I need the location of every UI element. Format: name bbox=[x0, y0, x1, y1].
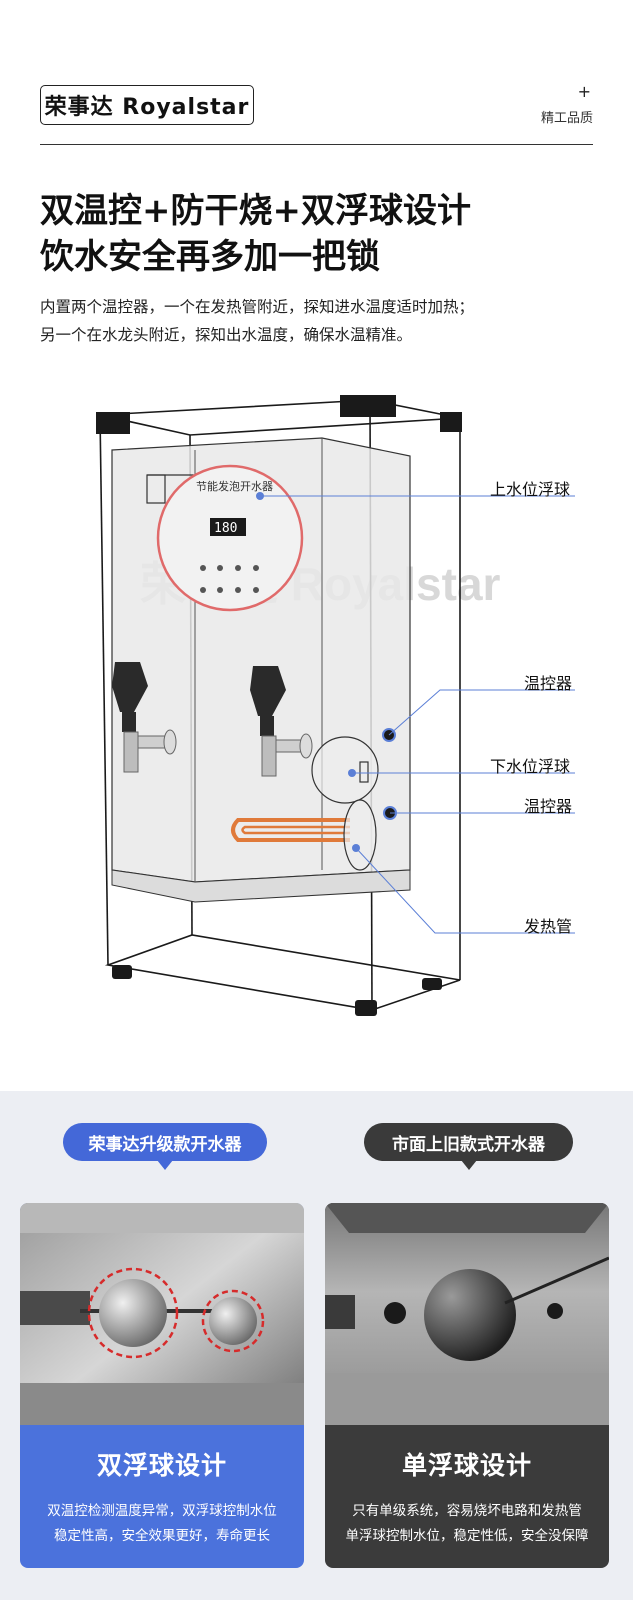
dual-float-photo bbox=[20, 1203, 304, 1425]
control-panel bbox=[156, 464, 304, 612]
float-ball bbox=[424, 1269, 516, 1361]
dual-float-card: 双浮球设计 双温控检测温度异常，双浮球控制水位 稳定性高，安全效果更好，寿命更长 bbox=[20, 1203, 304, 1568]
headline-line-2: 饮水安全再多加一把锁 bbox=[40, 237, 380, 277]
single-float-desc-line-2: 单浮球控制水位，稳定性低，安全没保障 bbox=[345, 1528, 589, 1544]
upgraded-model-tag: 荣事达升级款开水器 bbox=[63, 1123, 267, 1170]
brand-logo-text: 荣事达 Royalstar bbox=[44, 95, 250, 120]
corner-cap bbox=[440, 412, 462, 432]
plus-mark: + bbox=[577, 82, 591, 101]
dual-float-description: 双温控检测温度异常，双浮球控制水位 稳定性高，安全效果更好，寿命更长 bbox=[20, 1499, 304, 1549]
upgraded-model-tag-text: 荣事达升级款开水器 bbox=[88, 1134, 242, 1155]
dual-float-desc-line-1: 双温控检测温度异常，双浮球控制水位 bbox=[47, 1503, 277, 1519]
single-float-title: 单浮球设计 bbox=[401, 1451, 532, 1480]
headline-line-1: 双温控+防干烧+双浮球设计 bbox=[40, 191, 471, 231]
description-line-1: 内置两个温控器，一个在发热管附近，探知进水温度适时加热； bbox=[40, 298, 475, 316]
foot bbox=[355, 1000, 377, 1016]
heating-flange bbox=[343, 799, 377, 871]
water-boiler-illustration: 荣事达 Royalstar 节能发泡开水器 180 bbox=[96, 395, 575, 1016]
callout-lines bbox=[260, 495, 575, 934]
tag-pointer bbox=[157, 1160, 173, 1170]
tag-pointer bbox=[460, 1160, 477, 1170]
float-ball-2 bbox=[209, 1297, 257, 1345]
panel-buttons bbox=[200, 565, 259, 593]
highlight-circle bbox=[87, 1267, 179, 1359]
single-float-card: 单浮球设计 只有单级系统，容易烧坏电路和发热管 单浮球控制水位，稳定性低，安全没… bbox=[325, 1203, 609, 1568]
panel-display bbox=[210, 518, 246, 536]
header-divider bbox=[40, 144, 593, 145]
tap-left bbox=[112, 662, 177, 773]
panel-title: 节能发泡开水器 bbox=[196, 479, 273, 493]
heating-tube bbox=[231, 818, 350, 842]
old-model-tag-text: 市面上旧款式开水器 bbox=[392, 1134, 545, 1155]
lower-float-circle bbox=[311, 736, 379, 804]
single-float-desc-line-1: 只有单级系统，容易烧坏电路和发热管 bbox=[352, 1503, 582, 1519]
callout-upper-float: 上水位浮球 bbox=[490, 480, 571, 499]
callout-lower-float: 下水位浮球 bbox=[490, 757, 571, 776]
single-float-description: 只有单级系统，容易烧坏电路和发热管 单浮球控制水位，稳定性低，安全没保障 bbox=[325, 1499, 609, 1549]
dual-float-title: 双浮球设计 bbox=[96, 1451, 227, 1480]
headline: 双温控+防干烧+双浮球设计 饮水安全再多加一把锁 bbox=[40, 188, 471, 280]
foot bbox=[112, 965, 132, 979]
single-float-photo bbox=[325, 1203, 609, 1425]
panel-display-value: 180 bbox=[214, 521, 237, 536]
product-diagram: 荣事达 Royalstar 节能发泡开水器 180 bbox=[0, 390, 633, 1050]
old-model-tag: 市面上旧款式开水器 bbox=[364, 1123, 573, 1170]
foot bbox=[422, 978, 442, 990]
quality-tagline: 精工品质 bbox=[540, 111, 593, 126]
tap-right bbox=[250, 666, 313, 777]
corner-cap bbox=[96, 412, 130, 434]
dual-float-desc-line-2: 稳定性高，安全效果更好，寿命更长 bbox=[54, 1528, 270, 1544]
highlight-circle bbox=[201, 1289, 265, 1353]
inlet-hole bbox=[384, 1302, 406, 1324]
callout-thermostat-1: 温控器 bbox=[524, 674, 573, 693]
brand-logo: 荣事达 Royalstar bbox=[40, 85, 254, 125]
callout-heating-tube: 发热管 bbox=[524, 917, 573, 936]
callout-thermostat-2: 温控器 bbox=[524, 797, 573, 816]
float-rod bbox=[504, 1256, 609, 1305]
corner-cap bbox=[340, 395, 396, 417]
float-ball-1 bbox=[99, 1279, 167, 1347]
float-arm bbox=[20, 1291, 90, 1325]
description-line-2: 另一个在水龙头附近，探知出水温度，确保水温精准。 bbox=[40, 326, 413, 344]
description: 内置两个温控器，一个在发热管附近，探知进水温度适时加热； 另一个在水龙头附近，探… bbox=[40, 293, 474, 349]
